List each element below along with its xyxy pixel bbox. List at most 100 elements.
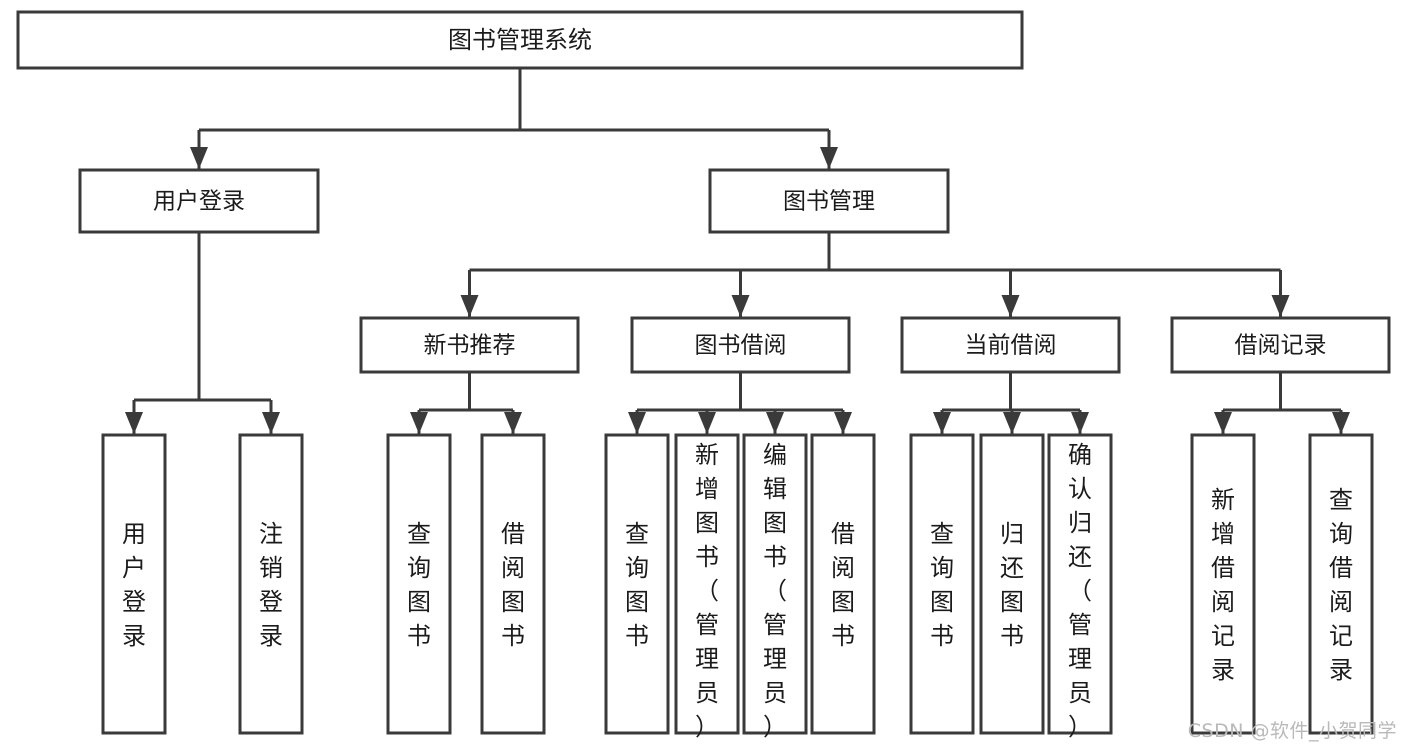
node-box <box>742 433 808 735</box>
node-label-char: 理 <box>763 645 787 673</box>
node-label-char: 询 <box>1329 520 1353 548</box>
node-box <box>604 433 670 735</box>
node-label-char: 归 <box>1000 520 1024 548</box>
node-label-char: 新 <box>1211 486 1235 514</box>
node-box <box>359 316 580 374</box>
node-box <box>480 433 546 735</box>
node-label-char: 理 <box>1068 645 1092 673</box>
edge-arrowhead <box>731 295 750 317</box>
edge-arrowhead <box>933 412 951 434</box>
node-label-char: 录 <box>122 622 146 650</box>
node-borrow-record[interactable]: 借阅记录 <box>1170 316 1391 374</box>
node-book-management[interactable]: 图书管理 <box>708 168 950 234</box>
node-label-char: 理 <box>695 645 719 673</box>
node-label: 图书管理系统 <box>448 26 592 54</box>
connector-root <box>190 68 838 169</box>
node-label-char: 阅 <box>1211 588 1235 616</box>
node-label-char: 书 <box>831 622 855 650</box>
node-box <box>810 433 876 735</box>
node-box <box>708 168 950 234</box>
edge-arrowhead <box>410 412 428 434</box>
node-current-borrow[interactable]: 当前借阅 <box>900 316 1121 374</box>
nodes-layer: 图书管理系统用户登录图书管理用户登录注销登录新书推荐查询图书借阅图书图书借阅查询… <box>16 10 1391 741</box>
node-box <box>674 433 740 735</box>
node-label-char: 新 <box>695 441 719 469</box>
node-box <box>909 433 975 735</box>
node-label-char: （ <box>1068 577 1092 605</box>
node-label-char: 登 <box>122 588 146 616</box>
node-label-char: 记 <box>1211 622 1235 650</box>
node-label-char: （ <box>763 577 787 605</box>
node-label-char: 增 <box>1211 520 1235 548</box>
edge-arrowhead <box>834 412 852 434</box>
node-label-char: 查 <box>625 520 649 548</box>
node-label-char: 还 <box>1068 543 1092 571</box>
node-label-char: 图 <box>407 588 431 616</box>
node-label-char: 询 <box>930 554 954 582</box>
edge-arrowhead <box>1332 412 1350 434</box>
node-label-char: 书 <box>407 622 431 650</box>
edge-arrowhead <box>1071 412 1089 434</box>
node-label-char: 户 <box>122 554 146 582</box>
edge-arrowhead <box>1271 295 1290 317</box>
node-label-char: 书 <box>695 543 719 571</box>
node-label-char: （ <box>695 577 719 605</box>
node-leaf-user-login[interactable]: 用户登录 <box>101 433 167 735</box>
node-box <box>78 168 320 234</box>
node-label-char: 阅 <box>501 554 525 582</box>
node-box <box>1308 433 1374 735</box>
node-box <box>979 433 1045 735</box>
edge-arrowhead <box>1003 412 1021 434</box>
node-label-char: 借 <box>831 520 855 548</box>
node-label-char: 查 <box>930 520 954 548</box>
edge-arrowhead <box>820 147 838 169</box>
node-label-char: 查 <box>1329 486 1353 514</box>
connector-current-borrow <box>933 372 1089 434</box>
node-label-char: 借 <box>501 520 525 548</box>
node-label-char: 图 <box>930 588 954 616</box>
node-user-login[interactable]: 用户登录 <box>78 168 320 234</box>
node-box <box>238 433 304 735</box>
node-label: 图书管理 <box>783 189 875 215</box>
node-label-char: ） <box>695 713 719 741</box>
node-label-char: 增 <box>695 475 719 503</box>
node-label-char: 编 <box>763 441 787 469</box>
node-label-char: 图 <box>763 509 787 537</box>
node-label-char: 借 <box>1329 554 1353 582</box>
node-label-char: 询 <box>625 554 649 582</box>
node-label-char: 员 <box>695 679 719 707</box>
node-book-borrow[interactable]: 图书借阅 <box>630 316 851 374</box>
node-new-book-recommend[interactable]: 新书推荐 <box>359 316 580 374</box>
edge-arrowhead <box>628 412 646 434</box>
node-root[interactable]: 图书管理系统 <box>16 10 1024 70</box>
connector-user-login <box>125 232 280 434</box>
node-label-char: ） <box>1068 713 1092 741</box>
node-label-char: 图 <box>625 588 649 616</box>
edge-arrowhead <box>125 412 143 434</box>
connector-book-management <box>460 232 1290 317</box>
node-label-char: 还 <box>1000 554 1024 582</box>
node-label: 当前借阅 <box>965 333 1057 359</box>
edge-arrowhead <box>504 412 522 434</box>
node-box <box>16 10 1024 70</box>
node-label-char: 辑 <box>763 475 787 503</box>
node-label-char: 确 <box>1068 441 1092 469</box>
node-label-char: 借 <box>1211 554 1235 582</box>
node-label-char: 书 <box>625 622 649 650</box>
node-label-char: 归 <box>1068 509 1092 537</box>
connector-borrow-record <box>1214 372 1350 434</box>
